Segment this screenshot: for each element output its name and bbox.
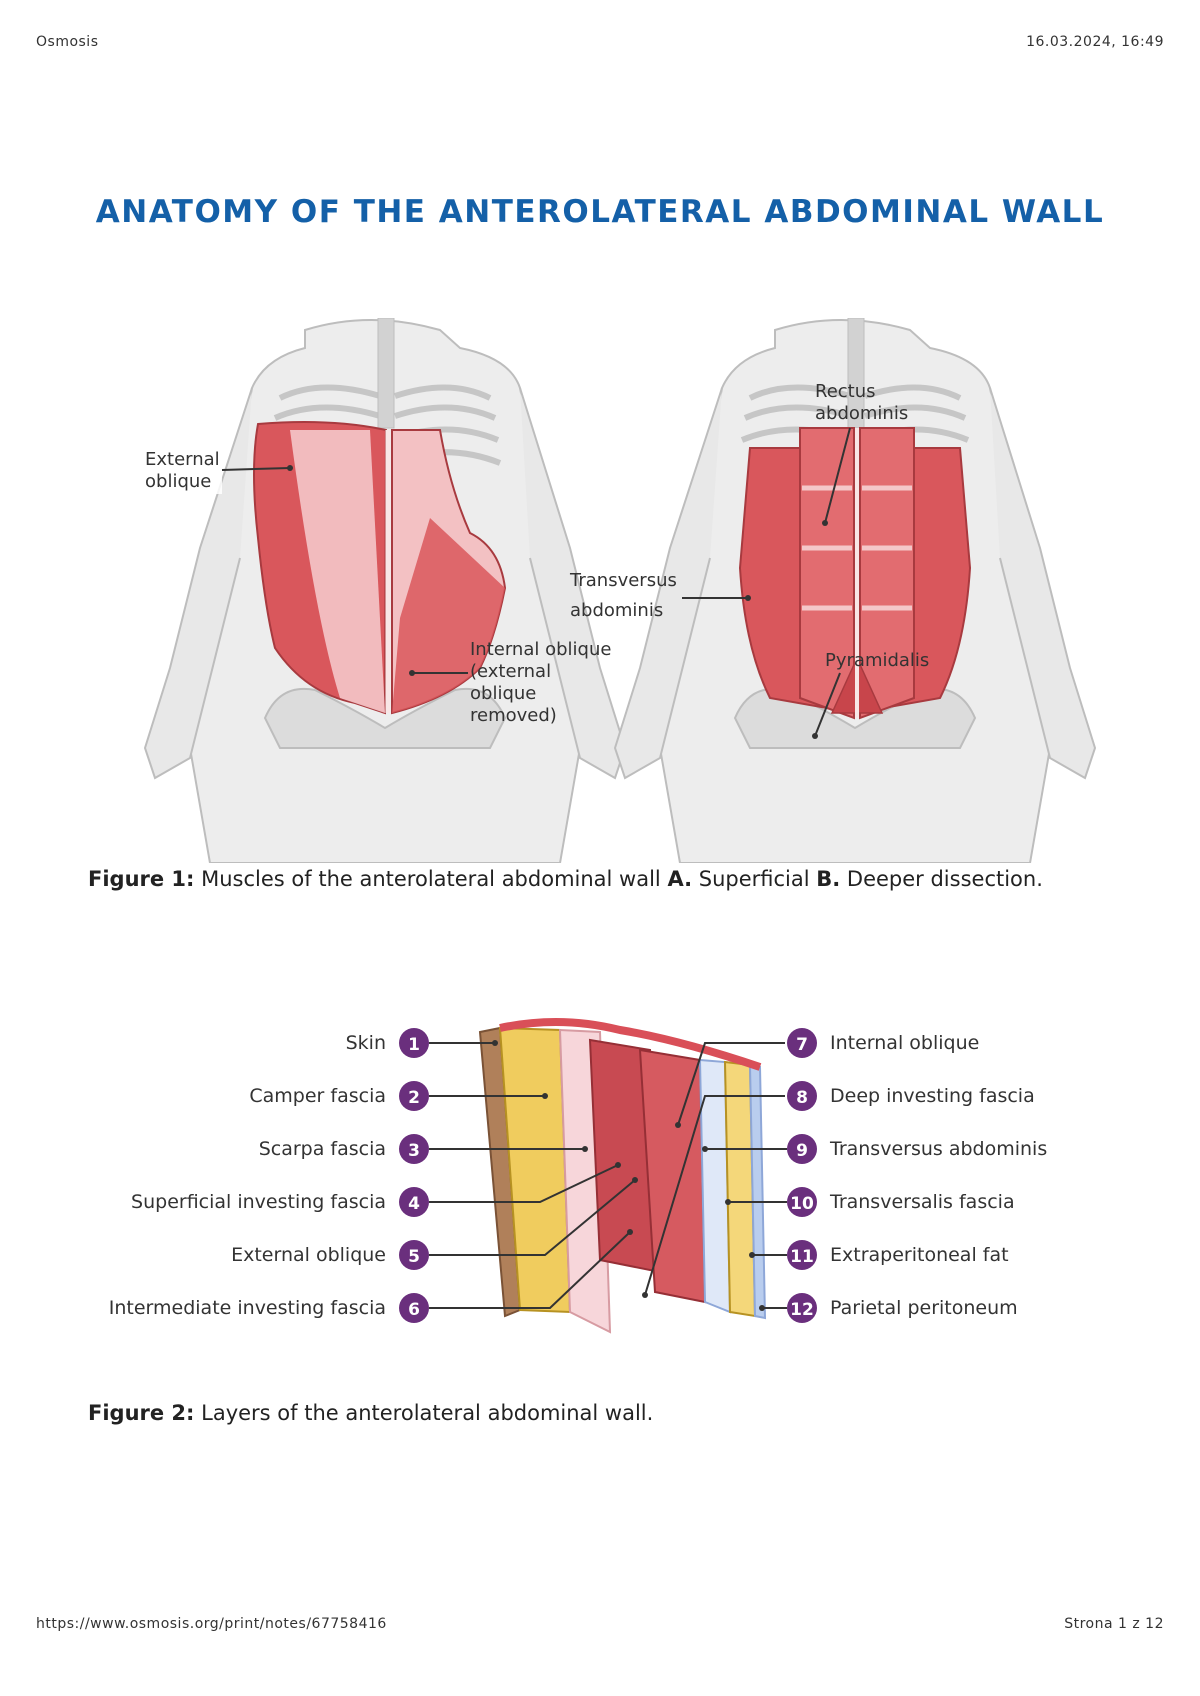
- svg-text:11: 11: [790, 1247, 814, 1267]
- svg-text:1: 1: [408, 1035, 420, 1055]
- page-title: ANATOMY OF THE ANTEROLATERAL ABDOMINAL W…: [95, 194, 1105, 230]
- legend-item-8: 8 Deep investing fascia: [642, 1081, 1035, 1298]
- legend-item-9: 9 Transversus abdominis: [702, 1134, 1047, 1164]
- label-transversus-1: Transversus: [569, 570, 677, 591]
- legend-item-1: Skin 1: [346, 1028, 498, 1058]
- svg-text:Superficial investing fascia: Superficial investing fascia: [131, 1191, 386, 1213]
- header-source: Osmosis: [36, 34, 99, 50]
- label-pyramidalis: Pyramidalis: [825, 650, 929, 671]
- svg-text:Parietal peritoneum: Parietal peritoneum: [830, 1297, 1018, 1319]
- right-legend: 7 Internal oblique 8 Deep investing fasc…: [642, 1028, 1047, 1323]
- svg-text:3: 3: [408, 1141, 420, 1161]
- svg-text:Extraperitoneal fat: Extraperitoneal fat: [830, 1244, 1009, 1266]
- svg-text:2: 2: [408, 1088, 420, 1108]
- svg-text:Deep investing fascia: Deep investing fascia: [830, 1085, 1035, 1107]
- header-datetime: 16.03.2024, 16:49: [1026, 34, 1164, 50]
- legend-item-11: 11 Extraperitoneal fat: [749, 1240, 1009, 1270]
- svg-text:Transversus abdominis: Transversus abdominis: [829, 1138, 1047, 1160]
- layer-block: [478, 1018, 767, 1334]
- svg-text:Transversalis fascia: Transversalis fascia: [829, 1191, 1015, 1213]
- figure-b-body: [613, 318, 1097, 863]
- figure-a-body: [143, 318, 627, 863]
- legend-item-10: 10 Transversalis fascia: [725, 1187, 1015, 1217]
- label-internal-oblique-3: oblique: [470, 683, 536, 704]
- svg-text:7: 7: [796, 1035, 808, 1055]
- svg-text:9: 9: [796, 1141, 808, 1161]
- rectus-abdominis-muscle: [799, 427, 915, 720]
- left-legend: Skin 1 Camper fascia 2 Scarpa fascia 3 S…: [109, 1028, 638, 1323]
- figure-1-caption: Figure 1: Muscles of the anterolateral a…: [88, 867, 1043, 891]
- legend-item-7: 7 Internal oblique: [675, 1028, 979, 1128]
- svg-text:External oblique: External oblique: [231, 1244, 386, 1266]
- label-rectus-1: Rectus: [815, 381, 876, 402]
- label-transversus-2: abdominis: [570, 600, 663, 621]
- label-external-oblique-2: oblique: [145, 471, 211, 492]
- legend-item-12: 12 Parietal peritoneum: [759, 1293, 1018, 1323]
- svg-text:Skin: Skin: [346, 1032, 386, 1054]
- label-internal-oblique-4: removed): [470, 705, 557, 726]
- figure-2-caption: Figure 2: Layers of the anterolateral ab…: [88, 1401, 654, 1425]
- svg-text:Scarpa fascia: Scarpa fascia: [259, 1138, 386, 1160]
- footer-url[interactable]: https://www.osmosis.org/print/notes/6775…: [36, 1616, 387, 1632]
- legend-item-5: External oblique 5: [231, 1177, 638, 1270]
- svg-text:4: 4: [408, 1194, 420, 1214]
- ribcage-b: [740, 384, 970, 443]
- svg-text:Internal oblique: Internal oblique: [830, 1032, 979, 1054]
- svg-text:6: 6: [408, 1300, 420, 1320]
- svg-text:Intermediate investing fascia: Intermediate investing fascia: [109, 1297, 386, 1319]
- label-internal-oblique-2: (external: [470, 661, 551, 682]
- svg-text:Camper fascia: Camper fascia: [249, 1085, 386, 1107]
- svg-text:10: 10: [790, 1194, 814, 1214]
- legend-item-2: Camper fascia 2: [249, 1081, 548, 1111]
- legend-item-6: Intermediate investing fascia 6: [109, 1229, 633, 1323]
- legend-item-3: Scarpa fascia 3: [259, 1134, 588, 1164]
- svg-text:12: 12: [790, 1300, 814, 1320]
- label-internal-oblique-1: Internal oblique: [470, 639, 611, 660]
- legend-item-4: Superficial investing fascia 4: [131, 1162, 621, 1217]
- svg-text:8: 8: [796, 1088, 808, 1108]
- figure-1-illustration: External oblique Internal oblique (exter…: [130, 318, 1097, 863]
- footer-page-number: Strona 1 z 12: [1064, 1616, 1164, 1632]
- figure-2-illustration: Skin 1 Camper fascia 2 Scarpa fascia 3 S…: [109, 1018, 1047, 1334]
- label-rectus-2: abdominis: [815, 403, 908, 424]
- label-external-oblique-1: External: [145, 449, 220, 470]
- svg-text:5: 5: [408, 1247, 420, 1267]
